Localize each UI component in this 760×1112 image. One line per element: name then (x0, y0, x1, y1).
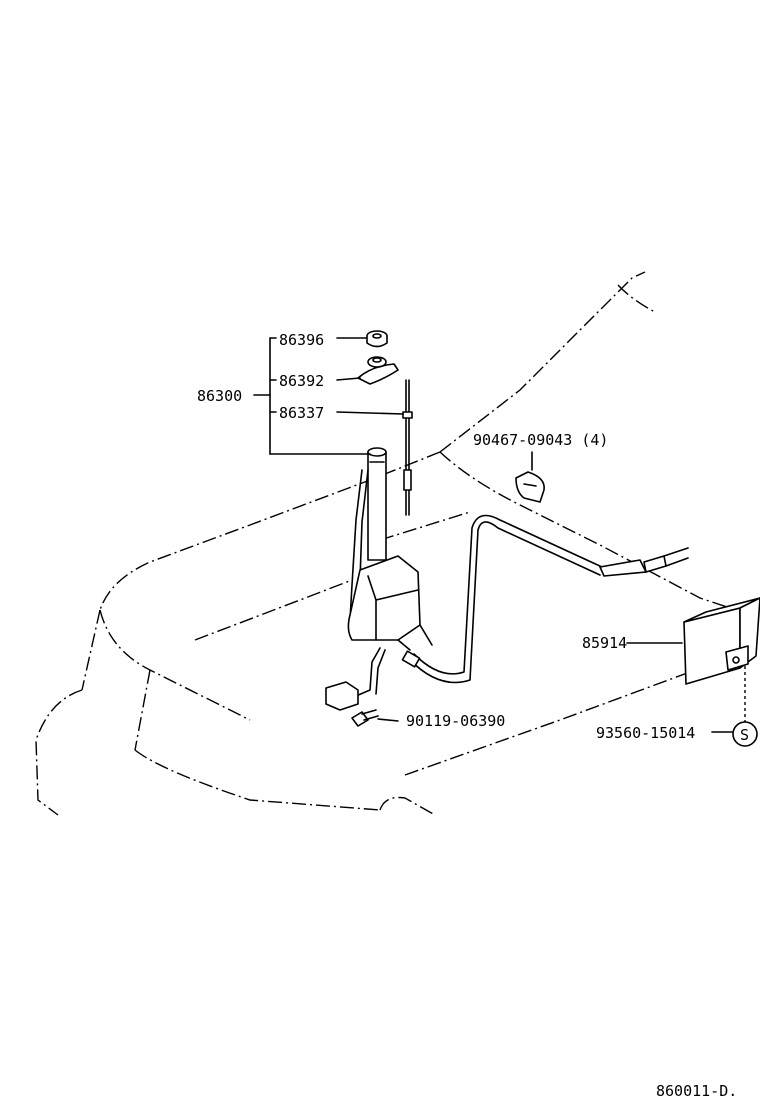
label-clip: 90467-09043 (4) (473, 431, 608, 449)
diagram-code: 860011-D. (656, 1082, 737, 1100)
label-screw: 93560-15014 (596, 724, 695, 742)
label-nut: 86396 (279, 331, 324, 349)
antenna-rod-part (402, 379, 413, 516)
antenna-assembly (325, 447, 689, 711)
label-antenna-rod: 86337 (279, 404, 324, 422)
label-antenna-assembly: 86300 (197, 387, 242, 405)
leader-lines (253, 337, 733, 733)
amplifier-part (683, 597, 760, 685)
clip-part (515, 471, 545, 503)
vehicle-body-outline (35, 271, 746, 816)
screw-symbol-letter: S (740, 726, 749, 744)
label-bezel: 86392 (279, 372, 324, 390)
bezel-part (357, 356, 399, 385)
label-amplifier: 85914 (582, 634, 627, 652)
bolt-part (351, 709, 379, 727)
screw-symbol: S (732, 721, 758, 747)
nut-part (366, 330, 388, 348)
label-bolt: 90119-06390 (406, 712, 505, 730)
